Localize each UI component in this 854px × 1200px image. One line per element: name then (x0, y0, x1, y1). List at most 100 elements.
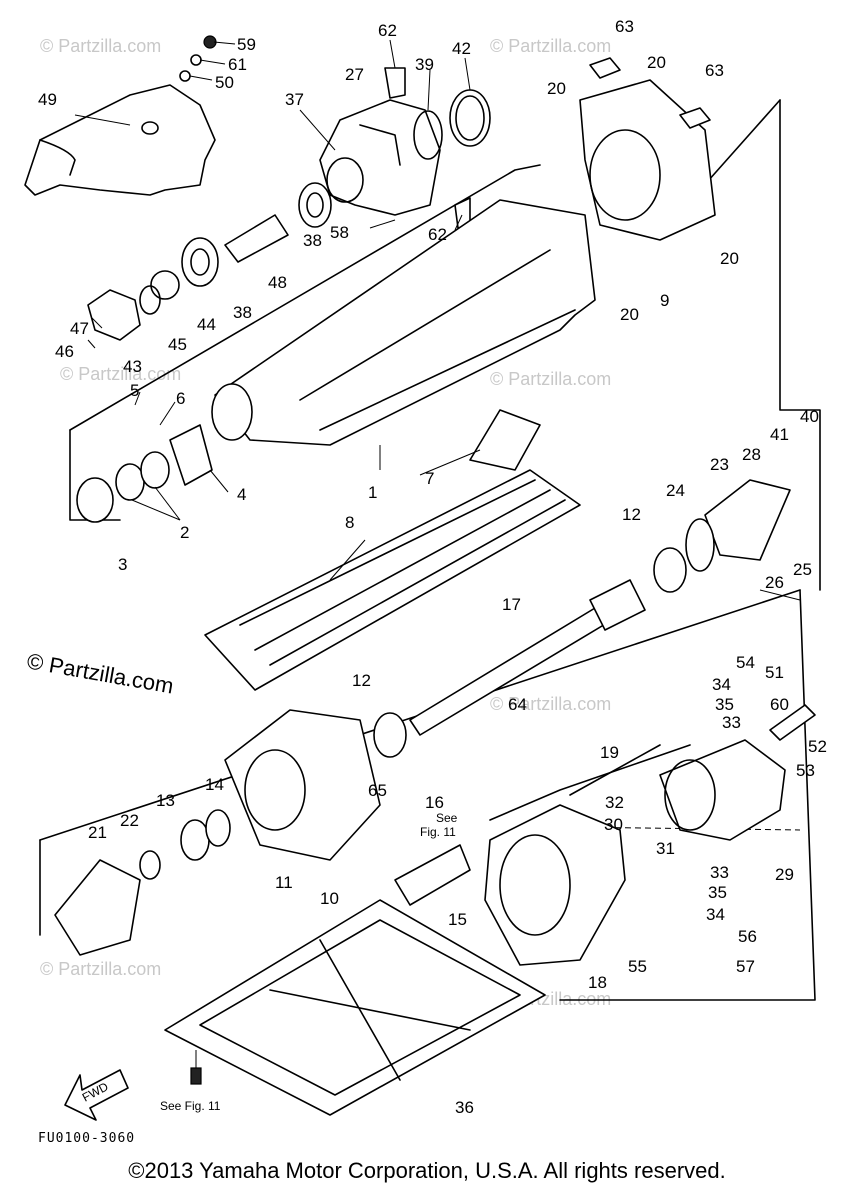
callout-64: 64 (508, 695, 527, 714)
reference-notes: See Fig. 11 See Fig. 11 (160, 811, 458, 1113)
part-9-housing (579, 79, 716, 241)
bolt-36 (190, 1050, 202, 1085)
part-63-pad (589, 57, 711, 129)
watermark-text: © Partzilla.com (490, 694, 611, 714)
part-38-bearing (298, 182, 332, 228)
copyright-line: ©2013 Yamaha Motor Corporation, U.S.A. A… (128, 1158, 726, 1183)
part-3-cap (76, 477, 114, 523)
callout-2: 2 (180, 523, 189, 542)
part-24-plate (685, 518, 715, 572)
see-note-line-2: Fig. 11 (420, 825, 456, 839)
callout-27: 27 (345, 65, 364, 84)
callout-41: 41 (770, 425, 789, 444)
callout-42: 42 (452, 39, 471, 58)
callout-49: 49 (38, 90, 57, 109)
callout-31: 31 (656, 839, 675, 858)
callout-5: 5 (130, 381, 139, 400)
part-4-sleeve (169, 424, 213, 486)
part-29-steer-nozzle (659, 739, 786, 841)
callout-35: 35 (715, 695, 734, 714)
drawing-code: FU0100-3060 (38, 1131, 135, 1146)
callout-1: 1 (368, 483, 377, 502)
callout-35-b: 35 (708, 883, 727, 902)
part-44-washer (150, 270, 180, 300)
callout-36: 36 (455, 1098, 474, 1117)
watermark-text: © Partzilla.com (490, 369, 611, 389)
callout-53: 53 (796, 761, 815, 780)
callout-33-b: 33 (710, 863, 729, 882)
part-38-bearing-2 (181, 237, 219, 287)
callout-labels: 59 61 50 62 27 39 42 63 20 63 20 49 37 3… (38, 17, 827, 1117)
callout-12: 12 (622, 505, 641, 524)
callout-55: 55 (628, 957, 647, 976)
callout-8: 8 (345, 513, 354, 532)
part-12-bearing-2 (373, 712, 407, 758)
part-7-pad (469, 409, 541, 471)
callout-52: 52 (808, 737, 827, 756)
part-52-arm (769, 704, 816, 741)
callout-28: 28 (742, 445, 761, 464)
callout-59: 59 (237, 35, 256, 54)
callout-4: 4 (237, 485, 246, 504)
part-62-clip (384, 67, 471, 229)
callout-48: 48 (268, 273, 287, 292)
see-note-bottom: See Fig. 11 (160, 1099, 221, 1113)
callout-44: 44 (197, 315, 216, 334)
part-21-impeller (54, 859, 141, 956)
callout-21: 21 (88, 823, 107, 842)
callout-32: 32 (605, 793, 624, 812)
part-1-intake-duct (211, 199, 596, 446)
part-18-nozzle (484, 804, 626, 966)
callout-57: 57 (736, 957, 755, 976)
callout-20-c: 20 (720, 249, 739, 268)
part-15-hose (394, 844, 471, 906)
callout-39: 39 (415, 55, 434, 74)
callout-3: 3 (118, 555, 127, 574)
part-10-pump-housing (224, 709, 381, 861)
callout-9: 9 (660, 291, 669, 310)
callout-34: 34 (712, 675, 731, 694)
callout-11: 11 (275, 873, 293, 892)
callout-22: 22 (120, 811, 139, 830)
callout-60: 60 (770, 695, 789, 714)
callout-33: 33 (722, 713, 741, 732)
callout-45: 45 (168, 335, 187, 354)
watermark-text: © Partzilla.com (60, 364, 181, 384)
callout-16: 16 (425, 793, 444, 812)
callout-37: 37 (285, 90, 304, 109)
part-2-bearing (115, 451, 170, 501)
callout-20-d: 20 (620, 305, 639, 324)
watermark-main: © Partzilla.com (25, 648, 175, 698)
callout-6: 6 (176, 389, 185, 408)
callout-38-b: 38 (233, 303, 252, 322)
callout-61: 61 (228, 55, 247, 74)
part-8-grate (204, 469, 581, 691)
callout-25: 25 (793, 560, 812, 579)
callout-50: 50 (215, 73, 234, 92)
callout-62: 62 (378, 21, 397, 40)
callout-20: 20 (647, 53, 666, 72)
callout-10: 10 (320, 889, 339, 908)
callout-29: 29 (775, 865, 794, 884)
callout-43: 43 (123, 357, 142, 376)
part-17-shaft (409, 579, 646, 736)
part-48-shaft (224, 214, 289, 263)
callout-19: 19 (600, 743, 619, 762)
part-13-14-bearings (180, 809, 231, 861)
callout-46: 46 (55, 342, 74, 361)
part-23-cone (704, 479, 791, 561)
callout-34-b: 34 (706, 905, 725, 924)
part-37-housing (319, 99, 441, 216)
callout-62-b: 62 (428, 225, 447, 244)
callout-17: 17 (502, 595, 521, 614)
callout-63: 63 (615, 17, 634, 36)
callout-58: 58 (330, 223, 349, 242)
part-42-seal (449, 89, 491, 147)
callout-15: 15 (448, 910, 467, 929)
callout-20-b: 20 (547, 79, 566, 98)
callout-38: 38 (303, 231, 322, 250)
callout-40: 40 (800, 407, 819, 426)
hardware-59-61-50 (179, 35, 217, 82)
callout-65: 65 (368, 781, 387, 800)
